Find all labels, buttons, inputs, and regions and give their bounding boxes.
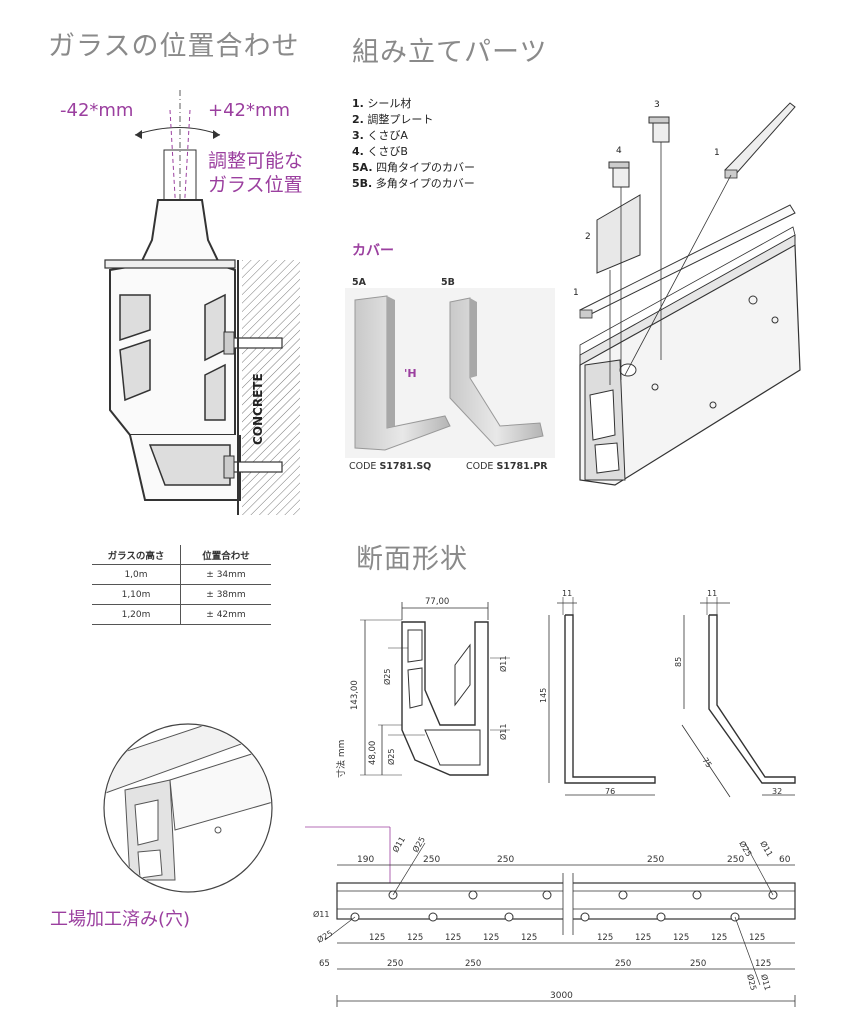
rail-dim-mid: 125 xyxy=(673,933,689,943)
factory-holes-label: 工場加工済み(穴) xyxy=(50,909,191,930)
cover-pr-drawing: 11 85 75 32 xyxy=(674,589,796,798)
adjustable-label-1: 調整可能な xyxy=(208,150,304,172)
dim-width: 77,00 xyxy=(425,597,449,607)
rail-dim-top: 60 xyxy=(779,855,791,865)
cover-photos xyxy=(345,288,555,458)
rail-dim-bottom: 250 xyxy=(690,959,706,969)
parts-item: 1. シール材 xyxy=(352,97,412,110)
rail-dim-mid: 125 xyxy=(369,933,385,943)
rail-hole-dim: Ø11 xyxy=(759,973,773,992)
cover-sq-drawing: 11 145 76 xyxy=(539,589,656,796)
rail-dim-mid: 125 xyxy=(711,933,727,943)
rail-dim-mid: 125 xyxy=(445,933,461,943)
rail-hole-dim: Ø25 xyxy=(745,973,759,992)
table-row: 1,0m ± 34mm xyxy=(92,564,271,585)
rail-dim-top: 250 xyxy=(497,855,514,865)
glass-height-table: ガラスの高さ 位置合わせ 1,0m ± 34mm 1,10m ± 38mm 1,… xyxy=(92,545,271,625)
cover-5a-photo xyxy=(354,295,451,451)
rail-hole-dim: Ø25 xyxy=(315,928,334,945)
rail-hole-dim: Ø11 xyxy=(313,909,329,919)
rail-dim-bottom: 65 xyxy=(319,959,330,969)
pr-dim-bottom: 32 xyxy=(772,787,782,796)
cover-heading: カバー xyxy=(352,243,394,259)
rail-dim-mid: 125 xyxy=(749,933,765,943)
num-4: 4 xyxy=(616,146,622,156)
num-2: 2 xyxy=(585,232,591,242)
sq-dim-height: 145 xyxy=(539,688,548,703)
dim-d11-lower: Ø11 xyxy=(498,724,508,740)
rail-dim-mid: 125 xyxy=(635,933,651,943)
dim-d25-upper: Ø25 xyxy=(382,669,392,685)
section-profile-drawing: 77,00 143,00 48,00 寸法 mm Ø25 Ø25 Ø11 Ø11 xyxy=(335,597,510,778)
rail-dim-total: 3000 xyxy=(550,991,573,1001)
rail-dim-mid: 125 xyxy=(407,933,423,943)
table-row: 1,10m ± 38mm xyxy=(92,584,271,605)
wedge-b xyxy=(608,161,630,188)
pr-dim-top: 11 xyxy=(707,589,717,598)
title-assembly-parts: 組み立てパーツ xyxy=(352,37,548,68)
parts-list: 1. シール材 2. 調整プレート 3. くさびA 4. くさびB 5A. 四角… xyxy=(352,96,475,192)
rail-dim-bottom: 250 xyxy=(615,959,631,969)
parts-item: 2. 調整プレート xyxy=(352,113,434,126)
num-3: 3 xyxy=(654,100,660,110)
parts-item: 3. くさびA xyxy=(352,129,408,142)
dim-height: 143,00 xyxy=(350,680,360,710)
table-header-row: ガラスの高さ 位置合わせ xyxy=(92,545,271,565)
rail-dim-top: 190 xyxy=(357,855,374,865)
rail-hole-dim: Ø11 xyxy=(758,839,775,858)
parts-item: 4. くさびB xyxy=(352,145,408,158)
rail-dim-bottom: 125 xyxy=(755,959,771,969)
exploded-assembly-drawing: 3 4 1 2 1 xyxy=(573,100,801,486)
pr-dim-diagonal: 75 xyxy=(700,756,713,770)
adjustable-label-2: ガラス位置 xyxy=(208,174,303,196)
table-header-height: ガラスの高さ xyxy=(92,545,181,565)
minus-42-label: -42*mm xyxy=(60,100,134,121)
rail-dim-top: 250 xyxy=(423,855,440,865)
num-1-top: 1 xyxy=(714,148,720,158)
dim-unit: 寸法 mm xyxy=(335,740,347,778)
rail-dim-top: 250 xyxy=(647,855,664,865)
cover-5b-label: 5B xyxy=(441,277,455,288)
h-mark: 'H xyxy=(404,367,417,380)
parts-item: 5B. 多角タイプのカバー xyxy=(352,177,475,190)
code-pr: CODE S1781.PR xyxy=(466,461,548,472)
title-glass-position: ガラスの位置合わせ xyxy=(48,31,300,62)
rail-dim-bottom: 250 xyxy=(387,959,403,969)
table-row: 1,20m ± 42mm xyxy=(92,604,271,625)
dim-d25-lower: Ø25 xyxy=(386,749,396,765)
dim-d11-upper: Ø11 xyxy=(498,656,508,672)
concrete-label: CONCRETE xyxy=(251,373,265,445)
num-1-left: 1 xyxy=(573,288,579,298)
glass-position-section-diagram: CONCRETE xyxy=(104,90,300,515)
code-sq: CODE S1781.SQ xyxy=(349,461,432,472)
rail-hole-dim: Ø11 xyxy=(390,835,407,854)
sq-dim-top: 11 xyxy=(562,589,572,598)
table-header-adjust: 位置合わせ xyxy=(180,545,271,565)
rail-hole-layout: 190 250 250 250 250 60 Ø11 Ø25 Ø11 Ø25 Ø… xyxy=(305,826,796,1007)
rail-dim-mid: 125 xyxy=(521,933,537,943)
rail-dim-bottom: 250 xyxy=(465,959,481,969)
cover-5a-label: 5A xyxy=(352,277,366,288)
rail-dim-mid: 125 xyxy=(597,933,613,943)
rail-dim-mid: 125 xyxy=(483,933,499,943)
pr-dim-vertical: 85 xyxy=(674,657,683,667)
parts-item: 5A. 四角タイプのカバー xyxy=(352,161,476,174)
plus-42-label: +42*mm xyxy=(208,100,291,121)
dim-lower: 48,00 xyxy=(368,741,378,765)
rail-dim-top: 250 xyxy=(727,855,744,865)
cover-5b-photo xyxy=(449,297,544,447)
title-section-shape: 断面形状 xyxy=(356,544,468,575)
sq-dim-bottom: 76 xyxy=(605,787,615,796)
wedge-a xyxy=(648,116,670,143)
factory-holes-detail xyxy=(103,723,273,893)
